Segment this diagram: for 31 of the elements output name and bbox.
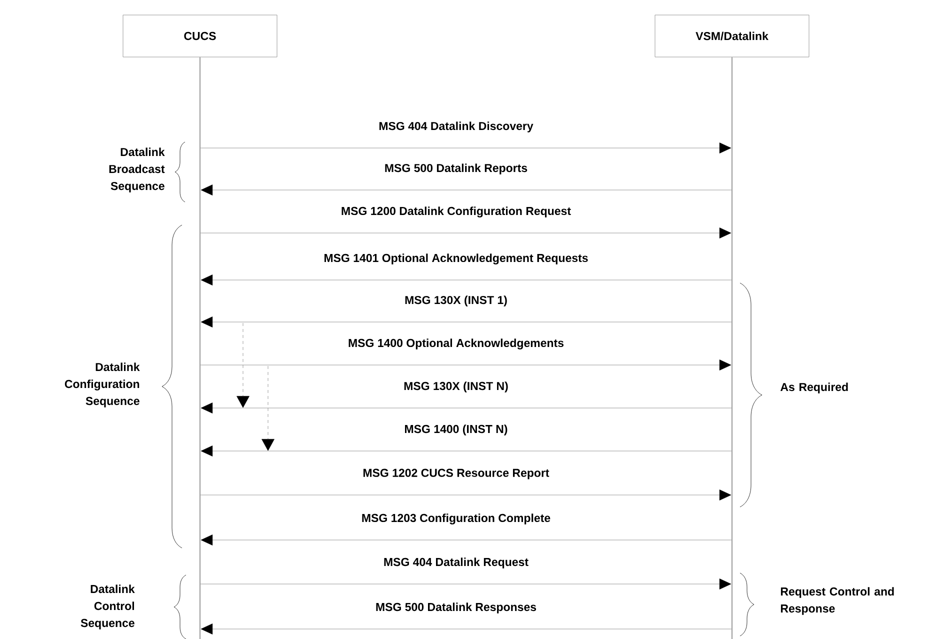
participant-box: CUCS [122,14,278,58]
message-label: MSG 500 Datalink Reports [385,164,528,174]
arrow [200,446,732,456]
sequence-label: Request Control and Response [780,587,894,615]
message-label: MSG 1400 (INST N) [405,424,508,436]
message-label: MSG 1202 CUCS Resource Report [363,468,550,480]
sequence-label: Datalink Broadcast Sequence [109,148,165,192]
arrow [200,578,732,590]
message-label: MSG 1200 Datalink Configuration Request [342,206,571,218]
message-label: MSG 500 Datalink Responses [376,602,536,614]
arrow [200,624,732,634]
message-label: MSG 404 Datalink Discovery [379,122,534,132]
message-label: MSG 404 Datalink Request [384,558,528,568]
arrow [200,534,732,546]
sequence-label: Datalink Configuration Sequence [64,362,140,408]
arrow [200,316,732,328]
sequence-label: Datalink Control Sequence [80,584,135,630]
message-label: MSG 1203 Configuration Complete [362,514,550,524]
message-label: MSG 130X (INST N) [404,382,508,392]
sequence-label: As Required [780,382,848,394]
participant-box: VSM/Datalink [654,14,810,58]
message-label: MSG 130X (INST 1) [405,296,507,306]
message-label: MSG 1400 Optional Acknowledgements [348,338,564,350]
arrow [200,184,732,196]
arrow [200,228,732,238]
arrow [200,142,732,154]
arrow [200,274,732,286]
arrow [200,360,732,370]
message-label: MSG 1401 Optional Acknowledgement Requests [324,254,588,264]
arrow [200,490,732,500]
arrow [200,402,732,414]
